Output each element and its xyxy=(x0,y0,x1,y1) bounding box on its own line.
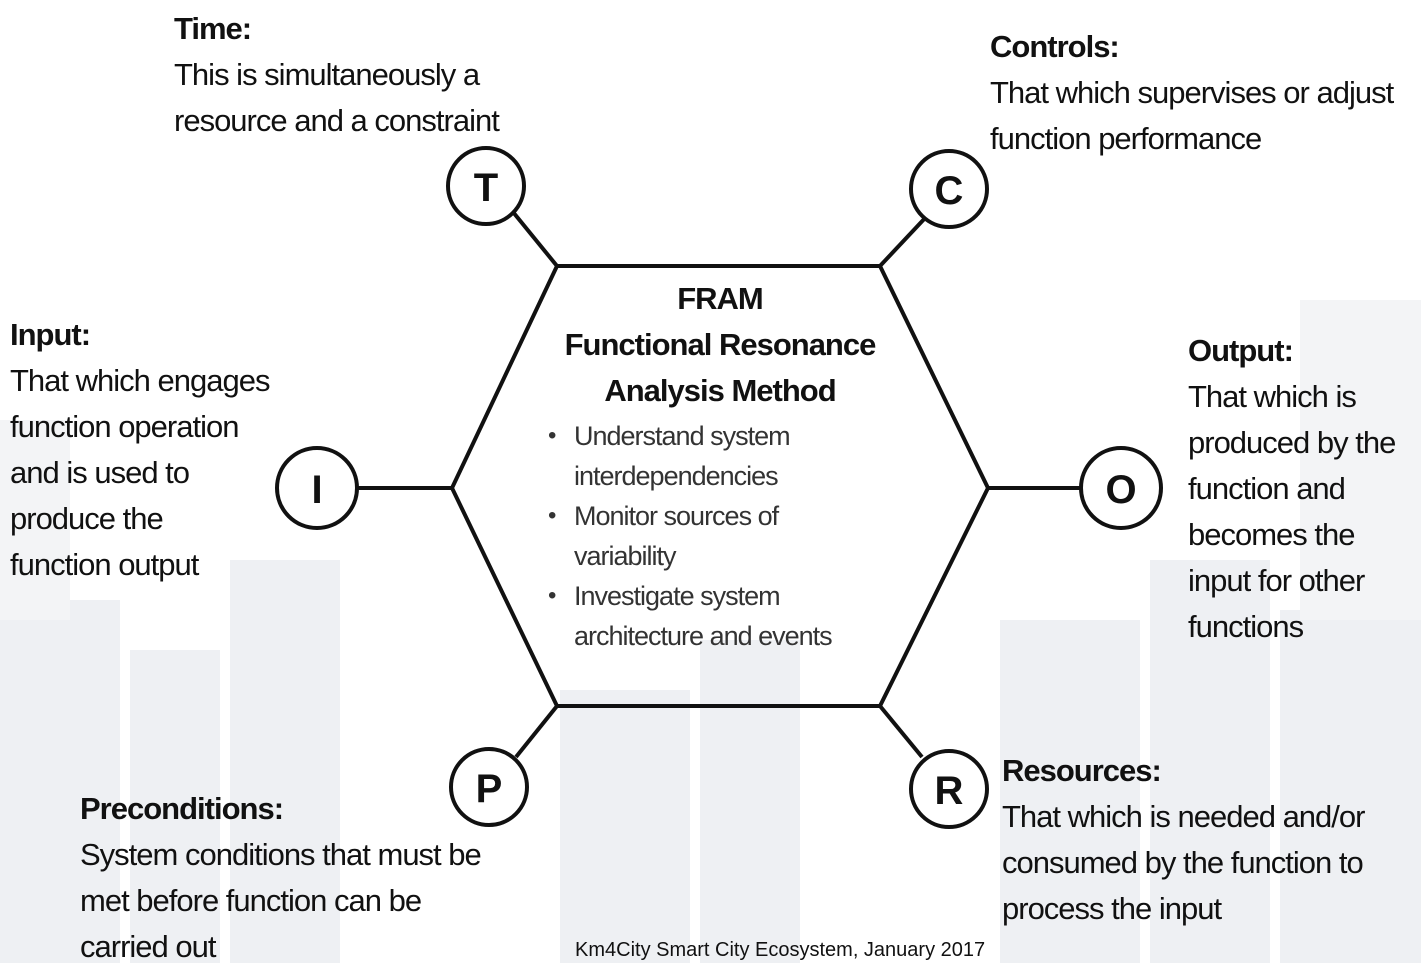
bullet-line: interdependencies xyxy=(574,461,779,491)
preconditions-heading: Preconditions: xyxy=(80,791,284,826)
time-heading: Time: xyxy=(174,11,252,46)
background-building xyxy=(700,640,800,963)
preconditions-connector xyxy=(514,704,559,759)
output-label: Output: That which is produced by the fu… xyxy=(1188,328,1396,650)
bullet-item: • Understand system interdependencies xyxy=(544,416,884,496)
time-connector xyxy=(511,210,559,268)
background-building xyxy=(560,690,690,963)
background-building xyxy=(1150,560,1270,963)
bullet-item: • Investigate system architecture and even… xyxy=(544,576,884,656)
resources-heading: Resources: xyxy=(1002,753,1162,788)
bullet-line: architecture and events xyxy=(574,621,833,651)
preconditions-desc-line: System conditions that must be xyxy=(80,837,482,872)
input-letter: I xyxy=(311,468,322,512)
center-title-method: Analysis Method xyxy=(604,373,836,408)
output-desc-line: function and xyxy=(1188,471,1346,506)
input-heading: Input: xyxy=(10,317,91,352)
output-letter: O xyxy=(1105,468,1136,512)
output-desc-line: That which is xyxy=(1188,379,1357,414)
output-desc-line: input for other xyxy=(1188,563,1365,598)
input-desc-line: function output xyxy=(10,547,199,582)
controls-desc-line: function performance xyxy=(990,121,1262,156)
controls-heading: Controls: xyxy=(990,29,1120,64)
output-node xyxy=(1079,446,1163,530)
background-building xyxy=(1300,300,1421,620)
background-building xyxy=(0,420,70,620)
input-desc-line: and is used to xyxy=(10,455,190,490)
controls-letter: C xyxy=(935,169,964,213)
preconditions-desc-line: carried out xyxy=(80,929,216,964)
output-desc-line: functions xyxy=(1188,609,1304,644)
time-letter: T xyxy=(474,166,498,210)
bullet-icon: • xyxy=(548,502,556,529)
footer-caption: Km4City Smart City Ecosystem, January 20… xyxy=(575,939,986,961)
controls-node xyxy=(909,149,989,229)
time-desc-line: This is simultaneously a xyxy=(174,57,480,92)
resources-connector xyxy=(878,704,924,759)
input-desc-line: produce the xyxy=(10,501,164,536)
center-bullet-list: • Understand system interdependencies • Mon… xyxy=(544,416,884,656)
time-label: Time: This is simultaneously a resource … xyxy=(174,6,500,144)
controls-connector xyxy=(878,214,929,268)
controls-label: Controls: That which supervises or adjus… xyxy=(990,24,1394,162)
function-description: FRAM Functional Resonance Analysis Metho… xyxy=(520,276,920,651)
background-building xyxy=(1000,620,1140,963)
center-title-name: Functional Resonance xyxy=(564,327,877,362)
preconditions-node xyxy=(449,747,529,827)
bullet-line: Investigate system xyxy=(574,581,781,611)
output-heading: Output: xyxy=(1188,333,1294,368)
bullet-line: Understand system xyxy=(574,421,791,451)
preconditions-letter: P xyxy=(476,767,503,811)
background-building xyxy=(0,600,120,963)
resources-desc-line: That which is needed and/or xyxy=(1002,799,1365,834)
input-node xyxy=(275,446,359,530)
center-title-fram: FRAM xyxy=(677,281,764,316)
time-node xyxy=(446,146,526,226)
bullet-line: Monitor sources of xyxy=(574,501,779,531)
background-building xyxy=(130,650,220,963)
preconditions-desc-line: met before function can be xyxy=(80,883,422,918)
input-desc-line: function operation xyxy=(10,409,239,444)
bullet-icon: • xyxy=(548,422,556,449)
resources-desc-line: consumed by the function to xyxy=(1002,845,1364,880)
input-label: Input: That which engages function opera… xyxy=(10,312,270,588)
resources-desc-line: process the input xyxy=(1002,891,1222,926)
background-building xyxy=(230,560,340,963)
resources-node xyxy=(909,749,989,829)
controls-desc-line: That which supervises or adjust xyxy=(990,75,1394,110)
output-desc-line: becomes the xyxy=(1188,517,1356,552)
bullet-icon: • xyxy=(548,582,556,609)
background-building xyxy=(1280,610,1421,963)
bullet-item: • Monitor sources of variability xyxy=(544,496,884,576)
preconditions-label: Preconditions: System conditions that mu… xyxy=(80,786,482,970)
resources-label: Resources: That which is needed and/or c… xyxy=(1002,748,1365,932)
input-desc-line: That which engages xyxy=(10,363,270,398)
resources-letter: R xyxy=(935,769,964,813)
time-desc-line: resource and a constraint xyxy=(174,103,500,138)
bullet-line: variability xyxy=(574,541,677,571)
output-desc-line: produced by the xyxy=(1188,425,1396,460)
